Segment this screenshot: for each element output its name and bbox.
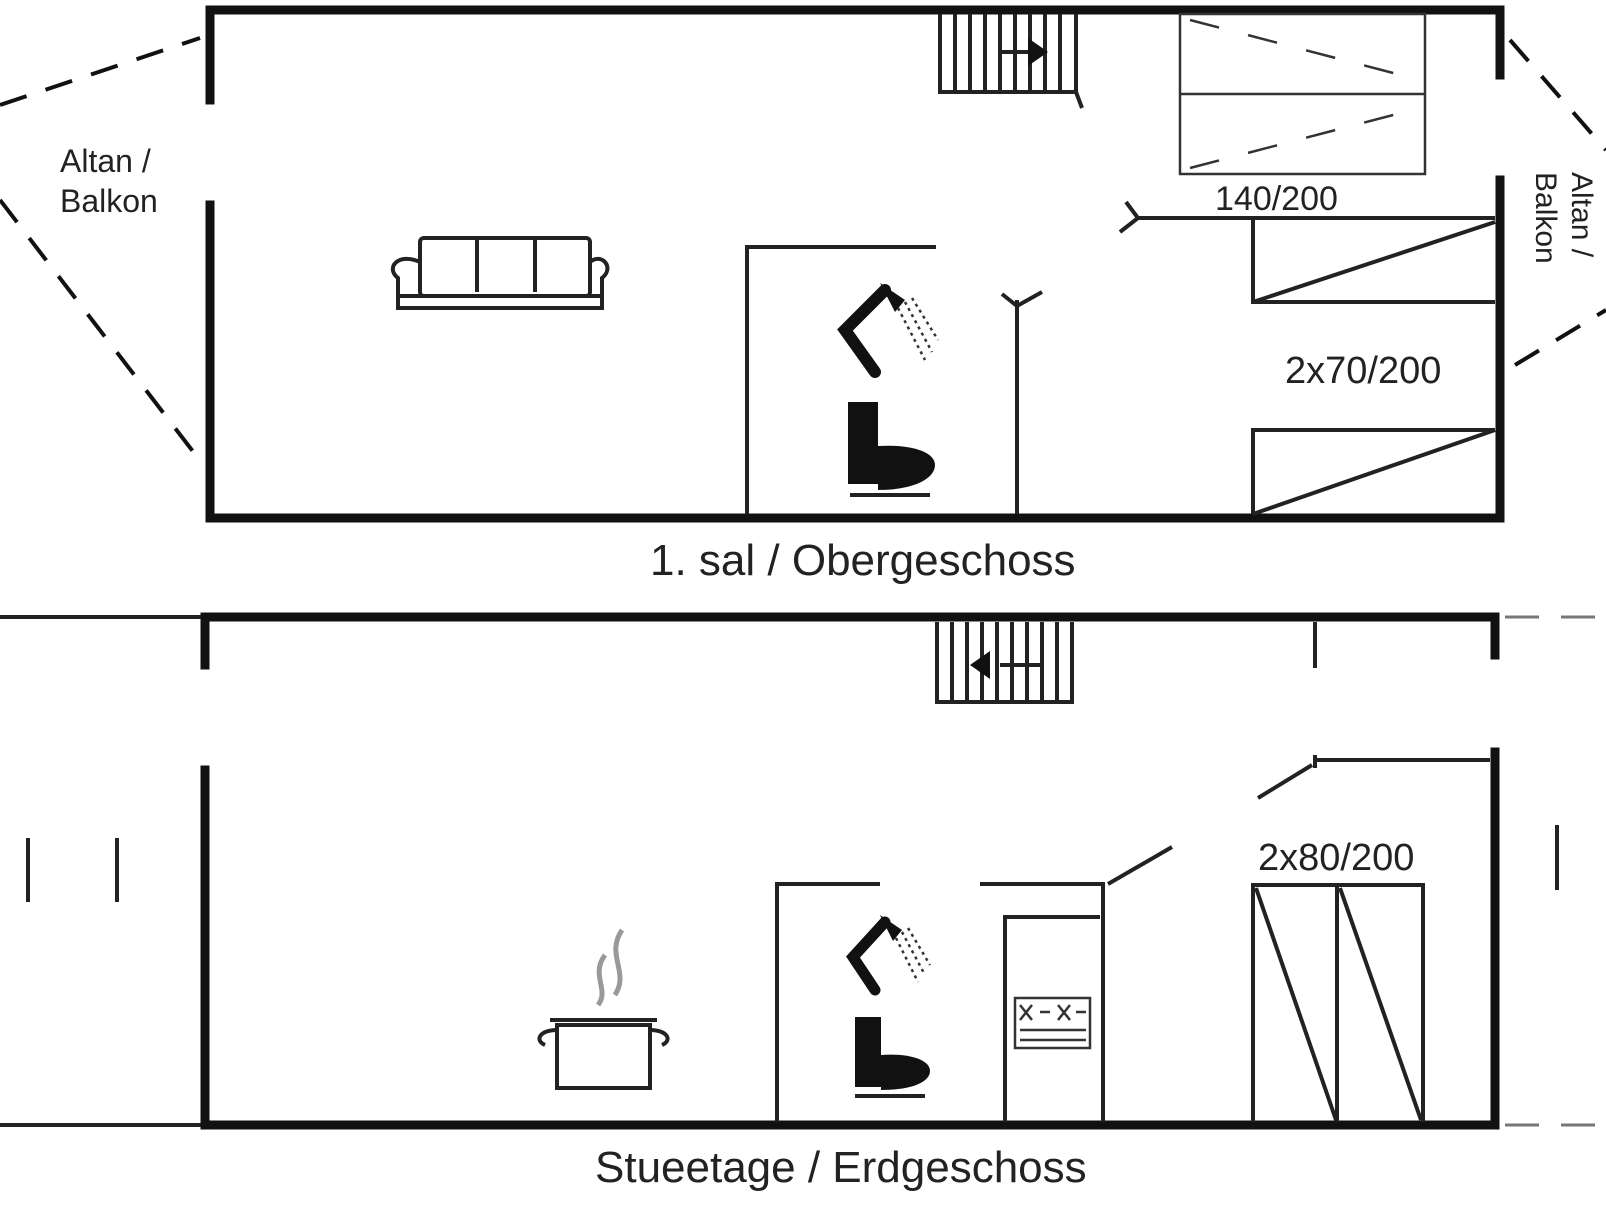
right-balcony-label-2: Balkon xyxy=(1529,172,1562,264)
ground-bedroom-door xyxy=(1256,755,1317,800)
upper-right-balcony: Altan / Balkon xyxy=(1508,38,1606,367)
upper-bathroom xyxy=(745,245,1043,514)
upper-floor: Altan / Balkon Altan / Balkon 140/200 xyxy=(0,5,1606,585)
ground-floor-caption: Stueetage / Erdgeschoss xyxy=(595,1143,1087,1192)
left-balcony-label-2: Balkon xyxy=(60,183,158,219)
ground-floor: 2x80/200 xyxy=(0,612,1606,1192)
right-balcony-label-1: Altan / xyxy=(1565,172,1598,258)
ground-toilet-icon xyxy=(855,1017,930,1098)
ground-staircase-icon xyxy=(935,622,1074,704)
shower-icon xyxy=(837,283,940,378)
upper-outer-walls xyxy=(205,5,1505,523)
double-bed-label: 140/200 xyxy=(1215,180,1338,218)
upper-bedroom-door xyxy=(1118,200,1141,234)
twin-beds-upper: 2x70/200 xyxy=(1251,220,1496,516)
upper-floor-caption: 1. sal / Obergeschoss xyxy=(650,536,1076,585)
double-bed: 140/200 xyxy=(1178,12,1427,218)
toilet-icon xyxy=(848,402,935,497)
upper-left-balcony: Altan / Balkon xyxy=(0,36,201,460)
staircase-icon xyxy=(938,14,1084,109)
ground-shower-icon xyxy=(846,915,932,996)
twin-beds-upper-label: 2x70/200 xyxy=(1285,350,1441,392)
sofa-icon xyxy=(390,236,610,310)
sauna xyxy=(1003,915,1100,1122)
ground-outer-walls xyxy=(200,612,1500,1130)
cooking-pot-icon xyxy=(537,928,670,1090)
sauna-stove-icon xyxy=(1013,996,1092,1050)
twin-beds-ground-label: 2x80/200 xyxy=(1258,837,1414,879)
twin-beds-ground: 2x80/200 xyxy=(1251,837,1425,1122)
left-balcony-label-1: Altan / xyxy=(60,143,151,179)
ground-bathroom xyxy=(775,845,1174,1122)
